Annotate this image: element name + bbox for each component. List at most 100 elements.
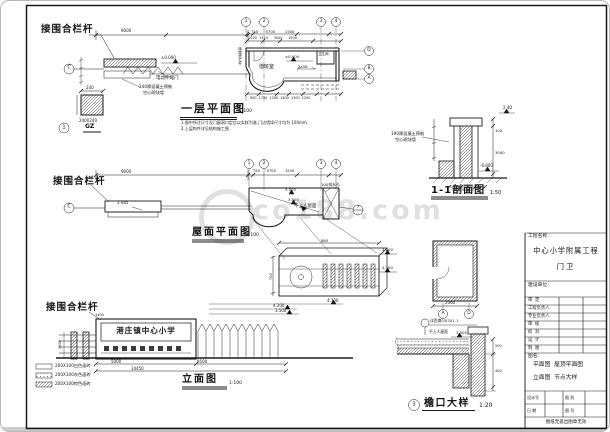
tb-client-label: 建设单位: [528,283,549,288]
elev-dim-5000: 5000 [111,358,122,364]
section-dim-r2: 3000 [495,150,505,155]
roof-elev-2: 3.500 [288,197,299,202]
roof-bubble-4: 4 [334,160,338,166]
wall-note-line2: 空心砌块墙 [143,89,164,95]
section-flag-ground: -0.800 [480,163,493,168]
tb-role-reviewed: 审 核 [528,321,540,327]
booth-dim-2060: 2060 [445,300,456,305]
grid-bubble-b: B [367,65,371,71]
elev-dim-total: 14450 [131,365,144,371]
fence-rail-label-1: 接围合栏杆 [41,24,94,35]
roof-dims-top: 750 5700 1500 [253,169,295,173]
eave-title: 檐口大样 [424,397,470,409]
tb-drawing-line1: 平面图 屋顶平面图 [533,362,584,368]
level-4200: 4.200 [273,302,285,308]
eave-scale: 1:20 [479,401,493,409]
plan1-side-label: 接围合栏杆 [238,47,243,65]
legend-item-white: 200X100白色面砖 [55,363,91,369]
detail-bubble-1: 1 [62,124,66,131]
tb-role-approved: 审 定 [528,297,540,303]
column-mark-gz: GZ [85,123,95,130]
legend-item-brown: 200X100棕色面砖 [55,381,91,387]
band-flag-2: 4.700 [382,265,393,270]
school-sign-text: 港庄镇中心小学 [116,326,176,335]
watermark-text: co188.com [253,195,444,226]
roof-access-label: 不上人屋面 [294,204,317,209]
section-wall-note1: 190厚混凝土预制 [391,131,425,136]
section-title: 1-1剖面图 [431,184,486,196]
tb-drawing-line2: 立面图 节点大样 [533,374,578,381]
grid-bubble-3: 3 [319,18,323,24]
tb-role-discipline-lead: 专业负责人 [528,313,550,319]
elev-zero-row1: ±0.000 [161,55,176,60]
tb-project-name: 中心小学附属工程 [533,246,599,255]
row2-elev: 2.485 [117,200,129,205]
tb-footer-note: 图纸无盖出图章无效 [545,419,587,425]
tb-type-label: 图 别 [565,394,575,400]
band-dim-left: 700 [269,273,273,280]
roof-detail-ref: 3 [356,204,360,209]
room-label: 值班室 [259,64,275,70]
tb-role-checked: 校 对 [528,329,540,335]
dim-9000-row2: 9000 [121,168,132,174]
tb-no-label: 图 号 [565,407,575,413]
eave-ref-note: 详西南03J201-1 [430,318,459,323]
legend-item-gray: 200X100灰色面砖 [55,372,91,378]
eave-dim-1: 200 [495,344,502,348]
grid-bubble-c-row2: C [67,204,71,210]
plan1-title: 一层平面图 [181,102,246,115]
roof-bubble-3: 3 [319,160,323,166]
section-wall-note2: 空心砌块墙 [395,136,416,142]
elevation-title: 立面图 [182,373,218,385]
plan1-dims-top2: 1020 1515 3000 1500 [248,35,297,40]
gate-label: 电动伸缩门 [156,76,179,81]
grid-bubble-d: D [367,47,371,53]
level-3500: 3.500 [275,307,287,313]
roof-title: 屋面平面图 [192,227,252,238]
tb-role-project-lead: 工程负责人 [528,305,550,311]
roof-elev-1: 3.500 [285,187,296,192]
plan1-dims-top: 750 5700 1500 [251,28,295,34]
elevation-scale: 1:100 [229,380,242,386]
eave-dim-2: 400 [495,369,502,373]
dim-9000-row1: 9000 [121,28,132,33]
roof-bubble-1: 1 [247,160,251,166]
eave-roof-note: 不上人屋面 [429,328,448,334]
column-dim: 240 [86,85,94,90]
column-size: 240X240 [79,117,98,123]
section-dims-bottom: 100 190 100 [452,187,474,192]
eave-bubble-3: 3 [412,401,416,408]
grid-bubble-a: A [367,75,371,81]
booth-bubble-a: A [441,310,445,316]
booth-bubble-d: D [467,310,471,316]
tb-drawing-label: 图名: [528,354,540,359]
wall-note-line1: 240厚混凝土预制 [139,84,173,89]
tb-design-no-label: 设计号 [527,394,539,400]
grid-bubble-2: 2 [262,18,266,24]
roof-scale: 1:100 [246,233,259,238]
grid-bubble-4: 4 [334,18,338,24]
tb-role-drafted: 制 图 [528,345,540,351]
grid-bubble-c-row1: C [67,65,71,71]
band-flag-1: 4.200 [382,247,393,252]
roof-drain-label: 100排水孔 [321,181,340,187]
roof-bubble-2: 2 [262,160,266,166]
plan1-dim-2458: 2458 [298,63,308,69]
section-scale: 1:50 [490,190,502,196]
band-dim-top: 860 [321,237,329,243]
plan1-dims-bottom: 900 1750 1200 1400 1300 1200 [250,95,311,100]
watermark-logo-icon [199,189,255,245]
elev-dim-9500: 9500 [197,358,208,364]
elev-dim-2600: 2600 [58,340,62,349]
plan1-elev-zero: ±0.000 [285,53,300,59]
eave-elev-3500: 3.500 [456,330,467,335]
fence-rail-label-2: 接围合栏杆 [53,176,106,187]
fence-rail-label-3: 接围合栏杆 [46,302,99,313]
tb-sub-name: 门卫 [556,262,576,271]
tb-project-label: 工程名称: [528,234,549,239]
plan1-scale: 1:100 [239,109,252,114]
section-flag-top: 2.40 [503,105,512,110]
section-dim-r1: 100 [495,128,503,133]
